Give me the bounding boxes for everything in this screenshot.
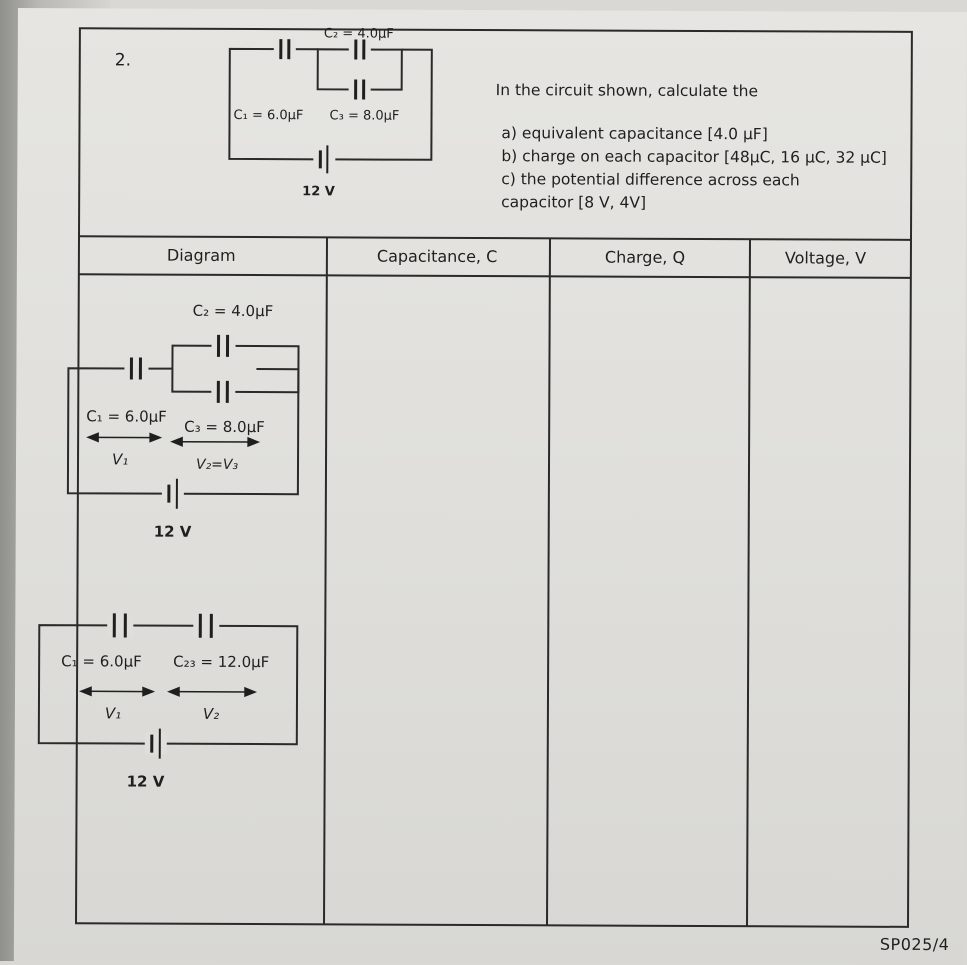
header-capacitance: Capacitance, C	[377, 247, 497, 267]
diagram1-c2-capacitor-icon	[211, 335, 235, 357]
diagram1-v1-arrow-icon	[88, 433, 160, 441]
top-c2-label: C₂ = 4.0μF	[324, 26, 394, 41]
diagram2-battery-label: 12 V	[127, 772, 165, 790]
diagram2-c1-capacitor-icon	[107, 613, 133, 637]
diagram1-v23-label: V₂=V₃	[196, 457, 239, 473]
top-circuit	[229, 49, 431, 160]
diagram1-v23-arrow-icon	[172, 438, 258, 446]
page-code: SP025/4	[880, 935, 950, 954]
column-divider-3	[747, 239, 750, 926]
header-voltage: Voltage, V	[785, 248, 866, 267]
worksheet-drawing: C₂ = 4.0μF C₁ = 6.0μF C₃ = 8.0μF 12 V Di…	[14, 8, 967, 965]
outer-border	[76, 28, 912, 927]
diagram2-v2-label: V₂	[203, 705, 219, 723]
top-c3-label: C₃ = 8.0μF	[329, 108, 399, 123]
top-c2-capacitor-icon	[349, 39, 371, 59]
diagram2-v1-label: V₁	[105, 704, 121, 722]
top-c3-capacitor-icon	[349, 79, 371, 99]
diagram2-v1-arrow-icon	[81, 687, 153, 695]
diagram2-v2-arrow-icon	[169, 688, 255, 696]
diagram2-c23-capacitor-icon	[193, 614, 219, 638]
table-top-line	[79, 236, 911, 240]
diagram1-battery-label: 12 V	[154, 523, 192, 541]
diagram1-c3-capacitor-icon	[211, 381, 235, 403]
worksheet-page: 2. In the circuit shown, calculate the a…	[14, 8, 967, 965]
column-divider-1	[324, 237, 327, 924]
diagram1-v1-label: V₁	[112, 450, 128, 468]
diagram2-c1-label: C₁ = 6.0μF	[61, 652, 142, 670]
top-c1-capacitor-icon	[274, 39, 296, 59]
top-battery-icon	[313, 145, 335, 173]
top-battery-label: 12 V	[302, 184, 335, 199]
diagram1-c3-label: C₃ = 8.0μF	[184, 418, 265, 436]
header-diagram: Diagram	[167, 246, 236, 265]
diagram1-c1-capacitor-icon	[124, 357, 148, 379]
diagram2-c23-label: C₂₃ = 12.0μF	[173, 653, 269, 671]
top-c1-label: C₁ = 6.0μF	[234, 108, 304, 123]
diagram2-battery-icon	[145, 729, 167, 759]
column-divider-2	[547, 238, 550, 925]
diagram1-battery-icon	[162, 479, 184, 509]
table-header-line	[79, 274, 911, 278]
diagram1-c1-label: C₁ = 6.0μF	[86, 407, 167, 425]
diagram1-c2-label: C₂ = 4.0μF	[193, 302, 274, 320]
header-charge: Charge, Q	[605, 248, 685, 267]
